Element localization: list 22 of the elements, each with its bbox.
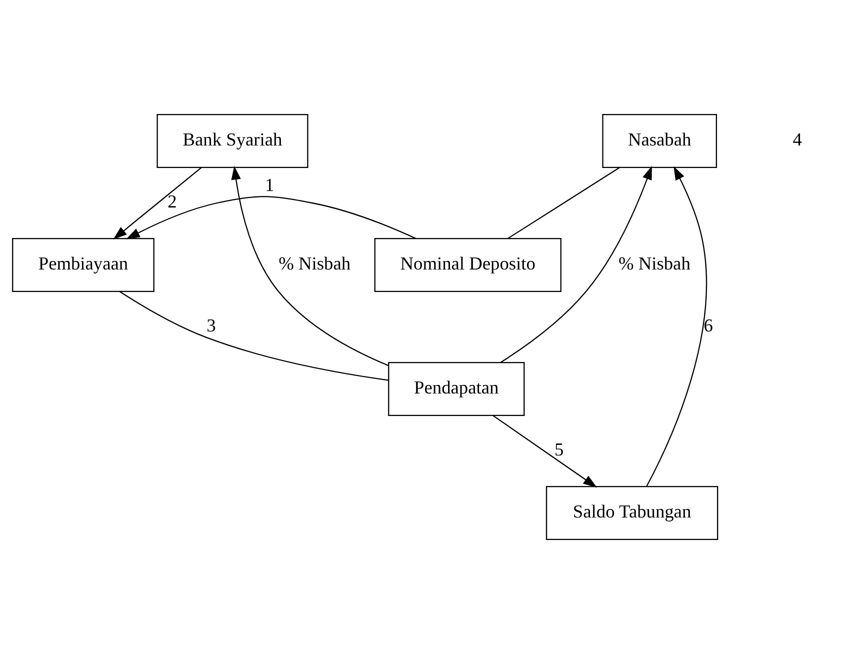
connector xyxy=(120,290,388,380)
node-box: Nominal Deposito xyxy=(374,238,562,292)
arrow xyxy=(646,166,708,486)
label: 4 xyxy=(792,128,802,149)
node-box: Bank Syariah xyxy=(156,114,308,168)
arrow xyxy=(500,165,652,362)
node-box: Pembiayaan xyxy=(12,238,154,292)
node-box: Pendapatan xyxy=(388,362,525,416)
arrow xyxy=(113,166,202,239)
edge-label: % Nisbah xyxy=(278,252,351,273)
edge-label: 3 xyxy=(206,314,216,335)
edge-label: 1 xyxy=(265,174,274,195)
node-box: Saldo Tabungan xyxy=(546,486,718,540)
arrow xyxy=(126,196,416,239)
arrow xyxy=(492,414,597,488)
connector xyxy=(507,166,620,239)
edge-label: % Nisbah xyxy=(618,252,690,273)
edge-label: 6 xyxy=(704,314,713,335)
edge-label: 5 xyxy=(554,438,564,459)
edge-label: 2 xyxy=(168,190,177,211)
arrow xyxy=(231,165,389,366)
node-box: Nasabah xyxy=(602,114,717,168)
